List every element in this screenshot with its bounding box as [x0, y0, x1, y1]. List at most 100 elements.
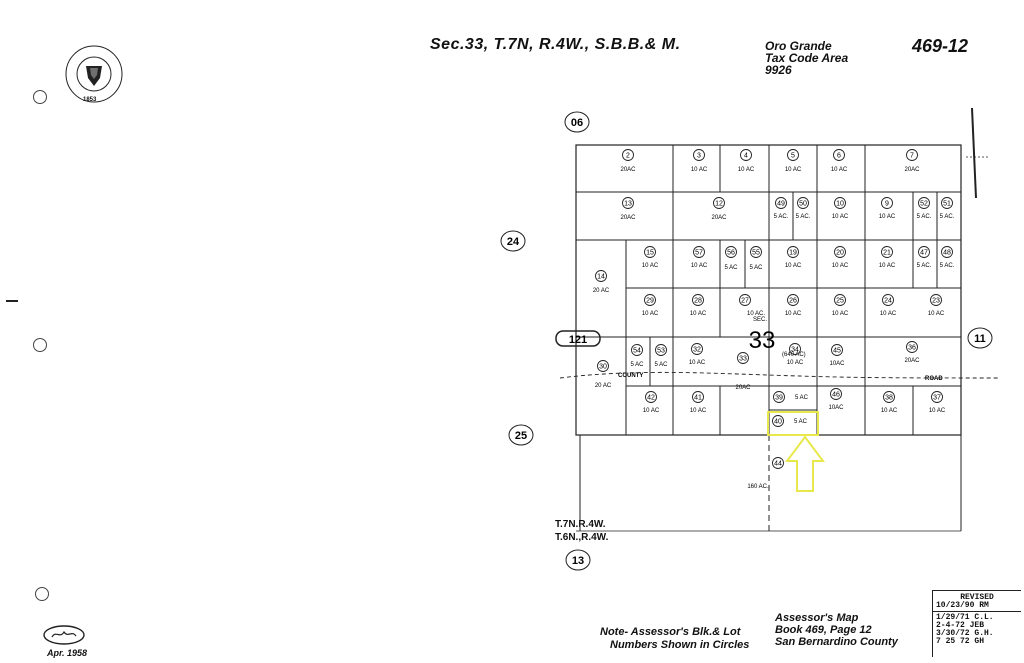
parcel-acreage: 5 AC. — [917, 263, 932, 269]
parcel-number-circle — [930, 294, 942, 306]
parcel-number: 54 — [633, 348, 641, 355]
parcel-acreage: 10 AC — [785, 311, 802, 317]
parcel-acreage: 5 AC. — [917, 214, 932, 220]
parcel-number: 30 — [599, 364, 607, 371]
parcel-acreage: 5 AC — [630, 362, 644, 368]
parcel-acreage: 10 AC — [642, 311, 659, 317]
parcel-number-circle — [595, 270, 607, 282]
parcel-number: 47 — [920, 250, 928, 257]
parcel-number: 21 — [883, 250, 891, 257]
parcel-acreage: 5 AC. — [940, 214, 955, 220]
parcel-number: 51 — [943, 201, 951, 208]
parcel-number-circle — [750, 246, 762, 258]
parcel-number: 37 — [933, 395, 941, 402]
note-line-1: Note- Assessor's Blk.& Lot — [600, 626, 741, 638]
parcel-number: 25 — [836, 298, 844, 305]
parcel-number: 42 — [647, 395, 655, 402]
parcel-number: 19 — [789, 250, 797, 257]
parcel-number-circle — [882, 294, 894, 306]
parcel-number-circle — [787, 294, 799, 306]
parcel-acreage: 160 AC. — [747, 484, 769, 490]
parcel-acreage: 5 AC. — [774, 214, 789, 220]
revision-row: 2-4-72 JEB — [936, 621, 985, 630]
parcel-acreage: 10 AC — [738, 167, 755, 173]
road-road-label: ROAD — [925, 376, 943, 382]
parcel-number: 23 — [932, 298, 940, 305]
parcel-number-circle — [692, 391, 704, 403]
parcel-number: 32 — [693, 347, 701, 354]
parcel-number: 56 — [727, 250, 735, 257]
note-block: Note- Assessor's Blk.& Lot Numbers Shown… — [600, 626, 749, 652]
parcel-number-circle — [830, 388, 842, 400]
place-block: Oro Grande Tax Code Area 9926 — [765, 40, 848, 76]
parcel-acreage: 10 AC — [831, 167, 848, 173]
parcel-number-circle — [692, 294, 704, 306]
parcel-number-circle — [941, 197, 953, 209]
parcel-acreage: 10 AC — [689, 360, 706, 366]
section-title: Sec.33, T.7N, R.4W., S.B.B.& M. — [430, 36, 681, 53]
parcel-number-circle — [918, 246, 930, 258]
parcel-number-circle — [597, 360, 609, 372]
assessor-line-2: Book 469, Page 12 — [775, 624, 872, 636]
parcel-acreage: 10 AC. — [747, 311, 765, 317]
parcel-acreage: 5 AC — [654, 362, 668, 368]
parcel-number: 24 — [884, 298, 892, 305]
parcel-acreage: 10 AC — [785, 167, 802, 173]
section-number: 33 — [749, 327, 776, 354]
parcel-number-circle — [772, 457, 784, 469]
adj-map-east — [967, 327, 993, 349]
parcel-number: 20 — [836, 250, 844, 257]
section-acreage: (640 AC) — [782, 352, 806, 358]
parcel-acreage: 10AC — [829, 361, 845, 367]
parcel-acreage: 10 AC — [691, 263, 708, 269]
tick-mark — [6, 300, 18, 302]
township-line-2: T.6N.,R.4W. — [555, 532, 609, 543]
revision-row: 1/29/71 C.L. — [936, 613, 994, 622]
parcel-number: 55 — [752, 250, 760, 257]
parcel-acreage: 20AC — [904, 358, 920, 364]
adj-east-label: 11 — [974, 333, 986, 345]
parcel-number-circle — [833, 149, 845, 161]
parcel-number: 57 — [695, 250, 703, 257]
parcel-acreage: 5 AC — [724, 265, 738, 271]
parcel-number-circle — [881, 246, 893, 258]
parcel-number: 41 — [694, 395, 702, 402]
binder-hole-icon — [33, 90, 47, 104]
tax-code-label: Tax Code Area — [765, 51, 849, 65]
parcel-number: 53 — [657, 348, 665, 355]
parcel-acreage: 20AC — [904, 167, 920, 173]
parcel-number: 52 — [920, 201, 928, 208]
parcel-number: 13 — [624, 201, 632, 208]
parcel-number-circle — [773, 391, 785, 403]
parcel-number-circle — [725, 246, 737, 258]
adj-west-lower-label: 25 — [515, 430, 527, 442]
parcel-number-circle — [797, 197, 809, 209]
note-line-2: Numbers Shown in Circles — [610, 639, 750, 651]
place-name: Oro Grande — [765, 39, 832, 53]
map-number: 469-12 — [912, 36, 969, 56]
parcel-number: 38 — [885, 395, 893, 402]
parcel-acreage: 5 AC. — [940, 263, 955, 269]
parcel-number: 12 — [715, 201, 723, 208]
parcel-number-circle — [737, 352, 749, 364]
parcel-number-circle — [693, 246, 705, 258]
parcel-number: 45 — [833, 348, 841, 355]
parcel-acreage: 10 AC — [881, 408, 898, 414]
road-county-label: COUNTY — [618, 373, 643, 379]
parcel-number: 7 — [910, 153, 914, 160]
parcel-number: 9 — [885, 201, 889, 208]
adj-map-west-lower — [508, 424, 534, 446]
parcel-number-circle — [691, 343, 703, 355]
draftsman-stamp-icon — [43, 625, 85, 645]
revision-row: 3/30/72 G.H. — [936, 629, 994, 638]
parcel-number: 5 — [791, 153, 795, 160]
parcel-number: 33 — [739, 356, 747, 363]
parcel-acreage: 10 AC — [643, 408, 660, 414]
parcel-number-circle — [693, 149, 705, 161]
parcel-number-circle — [881, 197, 893, 209]
highlight-arrow-icon — [785, 435, 825, 492]
